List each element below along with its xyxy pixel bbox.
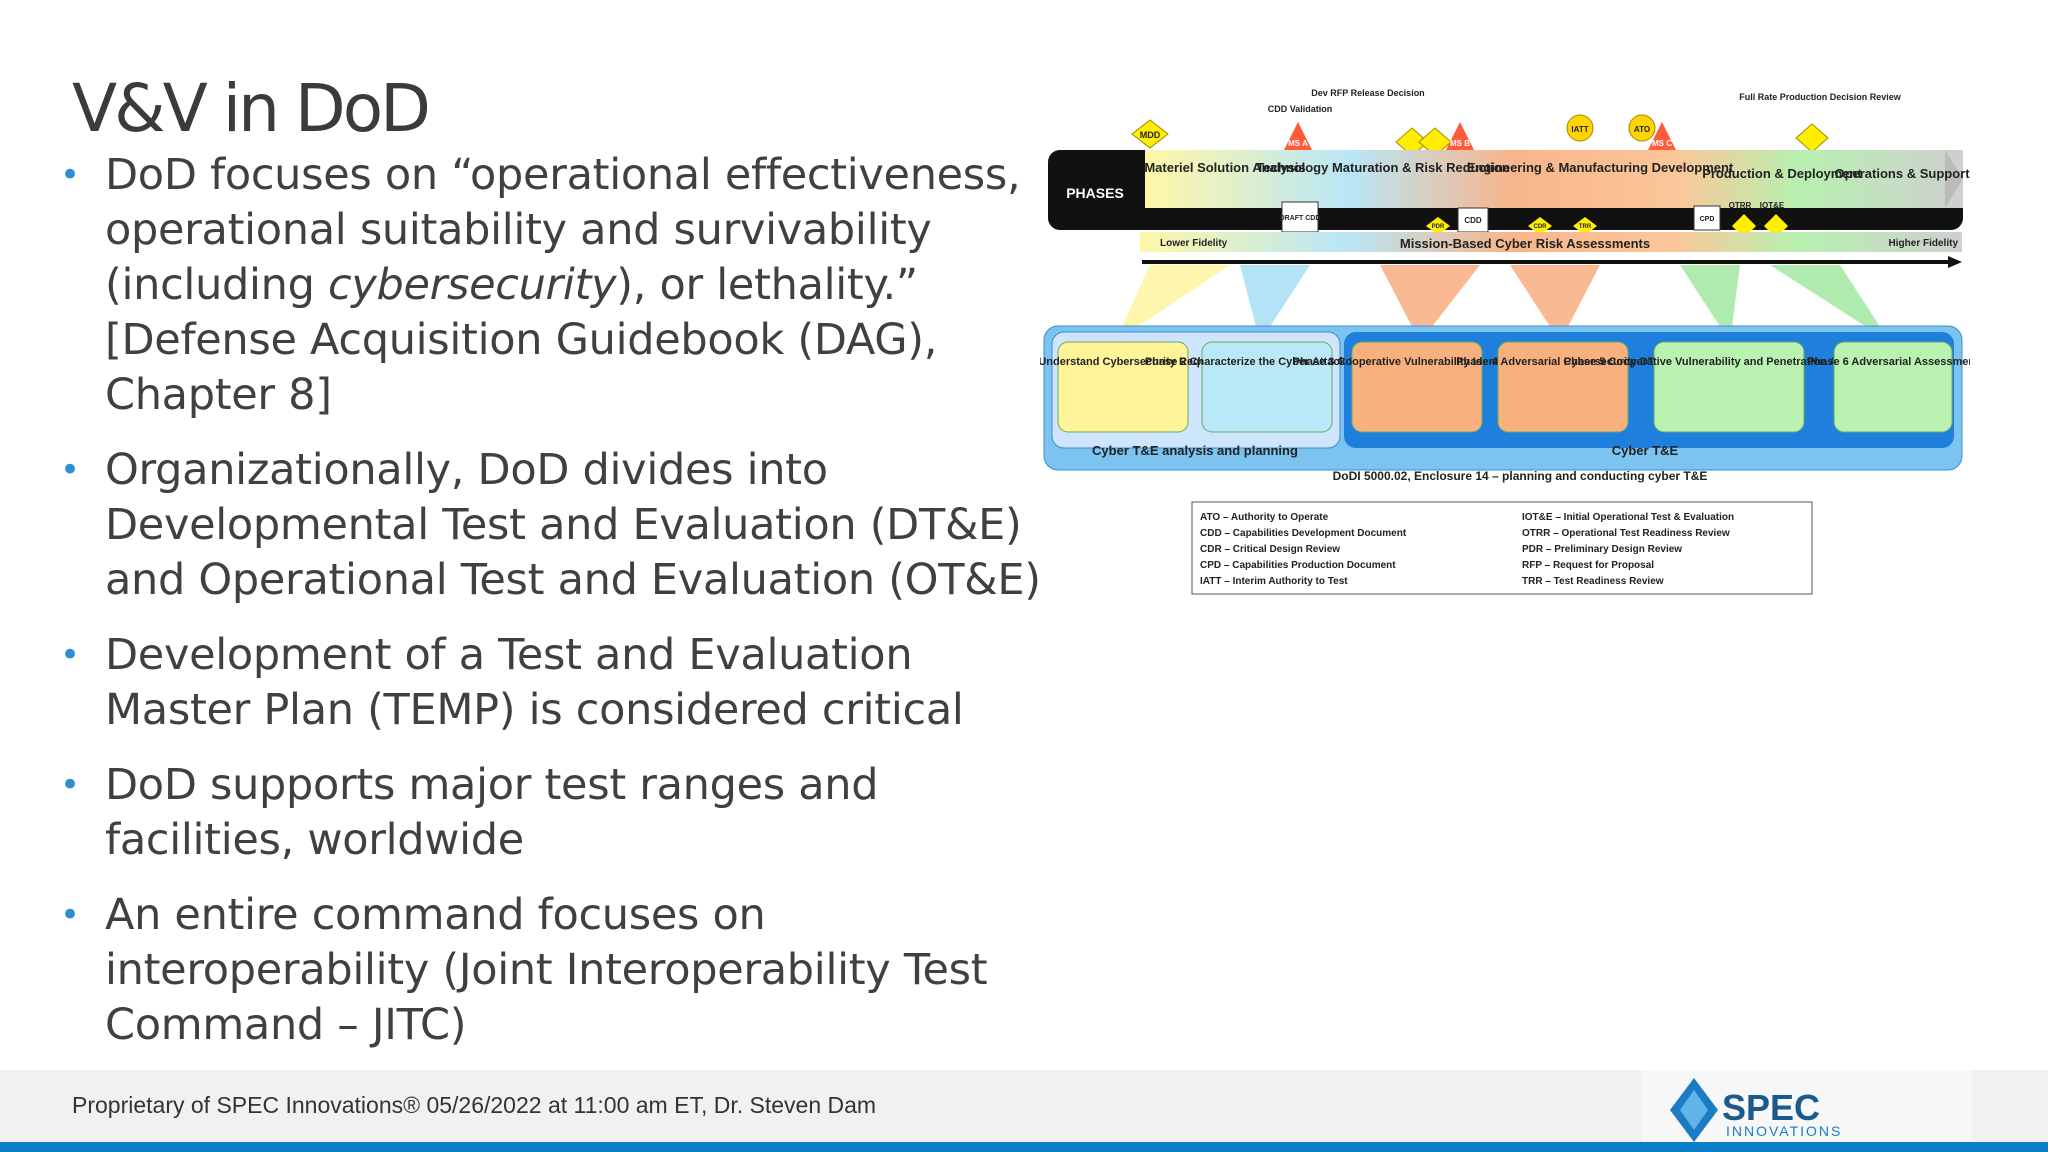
legend-right-1: OTRR – Operational Test Readiness Review bbox=[1522, 528, 1730, 539]
bullet-text: DoD focuses on “operational effectivenes… bbox=[105, 150, 1021, 310]
svg-text:Phase 4 Adversarial Cybersecur: Phase 4 Adversarial Cybersecurity DT&E bbox=[1456, 356, 1670, 368]
phases-color-band bbox=[1145, 150, 1963, 208]
doc-iote: IOT&E bbox=[1760, 201, 1785, 210]
svg-text:TRR: TRR bbox=[1579, 224, 1592, 230]
svg-text:Phase 6 Adversarial Assessment: Phase 6 Adversarial Assessment bbox=[1807, 356, 1970, 368]
doc-cdr: CDR bbox=[1528, 217, 1552, 235]
milestone-mdd: MDD bbox=[1131, 119, 1169, 149]
legend-left-3: CPD – Capabilities Production Document bbox=[1200, 560, 1396, 571]
footer-text: Proprietary of SPEC Innovations® 05/26/2… bbox=[72, 1092, 877, 1118]
bullet-item: • DoD focuses on “operational effectivene… bbox=[60, 148, 1060, 423]
milestone-iatt: IATT bbox=[1566, 114, 1594, 142]
svg-text:CDR: CDR bbox=[1534, 224, 1548, 230]
phase-msa: Materiel Solution Analysis bbox=[1144, 160, 1305, 175]
svg-text:INNOVATIONS: INNOVATIONS bbox=[1726, 1123, 1842, 1139]
legend-left-2: CDR – Critical Design Review bbox=[1200, 544, 1340, 555]
milestone-ms-c: MS C bbox=[1648, 122, 1676, 150]
bullet-dot-icon: • bbox=[60, 155, 80, 195]
svg-text:CPD: CPD bbox=[1700, 216, 1715, 223]
note-dev-rfp: Dev RFP Release Decision bbox=[1311, 88, 1424, 98]
bullet-item: • DoD supports major test ranges and faci… bbox=[60, 758, 1060, 868]
milestone-ato: ATO bbox=[1628, 114, 1656, 142]
cyber-te-diagram: CDD Validation Dev RFP Release Decision … bbox=[1040, 88, 1970, 595]
note-cdd-validation: CDD Validation bbox=[1268, 104, 1333, 114]
legend-left-4: IATT – Interim Authority to Test bbox=[1200, 576, 1348, 587]
note-full-rate: Full Rate Production Decision Review bbox=[1739, 92, 1902, 102]
phase-box-6: Phase 6 Adversarial Assessment bbox=[1807, 341, 1970, 433]
svg-text:MS A: MS A bbox=[1288, 139, 1308, 148]
slide-title: V&V in DoD bbox=[72, 70, 431, 147]
full-rate-diamond bbox=[1795, 123, 1829, 153]
legend-right-0: IOT&E – Initial Operational Test & Evalu… bbox=[1522, 512, 1734, 523]
phases-label: PHASES bbox=[1066, 185, 1124, 201]
bullet-text: An entire command focuses on interoperab… bbox=[105, 890, 988, 1050]
phase-pd: Production & Deployment bbox=[1702, 166, 1862, 181]
legend-left-1: CDD – Capabilities Development Document bbox=[1200, 528, 1407, 539]
cyber-te-group-label: Cyber T&E bbox=[1612, 443, 1679, 458]
svg-text:MS B: MS B bbox=[1450, 139, 1470, 148]
legend-left-0: ATO – Authority to Operate bbox=[1200, 512, 1329, 523]
doc-trr: TRR bbox=[1573, 217, 1597, 235]
svg-text:Phase 5 Cooperative Vulnerabil: Phase 5 Cooperative Vulnerability and Pe… bbox=[1564, 356, 1895, 368]
legend-box bbox=[1191, 501, 1813, 595]
bullet-item: • Organizationally, DoD divides into Deve… bbox=[60, 443, 1060, 608]
legend-right-2: PDR – Preliminary Design Review bbox=[1522, 544, 1682, 555]
svg-text:Phase 2 Characterize the Cyber: Phase 2 Characterize the Cyber Attack Su… bbox=[1145, 356, 1389, 368]
legend-right-3: RFP – Request for Proposal bbox=[1522, 560, 1654, 571]
svg-text:PDR: PDR bbox=[1432, 224, 1445, 230]
phase-box-2: Phase 2 Characterize the Cyber Attack Su… bbox=[1145, 341, 1389, 433]
phase-box-4: Phase 4 Adversarial Cybersecurity DT&E bbox=[1456, 341, 1670, 433]
bullet-dot-icon: • bbox=[60, 450, 80, 490]
phase-box-3: Phase 3 Cooperative Vulnerability Identi… bbox=[1293, 341, 1542, 433]
doc-pdr: PDR bbox=[1426, 217, 1450, 235]
svg-text:IATT: IATT bbox=[1571, 125, 1588, 134]
bullet-dot-icon: • bbox=[60, 635, 80, 675]
svg-text:DRAFT CDD: DRAFT CDD bbox=[1280, 215, 1321, 222]
doc-draft-cdd: DRAFT CDD bbox=[1280, 201, 1321, 233]
bullet-text: DoD supports major test ranges and facil… bbox=[105, 760, 879, 865]
bullet-text: Organizationally, DoD divides into Devel… bbox=[105, 445, 1041, 605]
risk-low: Lower Fidelity bbox=[1160, 238, 1228, 249]
svg-text:MS C: MS C bbox=[1652, 139, 1672, 148]
milestone-ms-b: MS B bbox=[1446, 122, 1474, 150]
spec-logo: SPEC INNOVATIONS bbox=[1642, 1070, 1972, 1152]
svg-text:Phase 1 Understand Cybersecuri: Phase 1 Understand Cybersecurity Require… bbox=[1040, 356, 1252, 368]
analysis-group-label: Cyber T&E analysis and planning bbox=[1092, 443, 1298, 458]
footer-accent-bar bbox=[0, 1142, 2048, 1152]
risk-center: Mission-Based Cyber Risk Assessments bbox=[1400, 236, 1650, 251]
bullet-dot-icon: • bbox=[60, 765, 80, 805]
svg-text:CDD: CDD bbox=[1464, 216, 1482, 225]
bullet-item: • An entire command focuses on interopera… bbox=[60, 888, 1060, 1053]
bullet-text: Development of a Test and Evaluation Mas… bbox=[105, 630, 964, 735]
doc-cdd: CDD bbox=[1457, 207, 1489, 233]
risk-high: Higher Fidelity bbox=[1889, 238, 1959, 249]
dodi-label: DoDI 5000.02, Enclosure 14 – planning an… bbox=[1333, 469, 1708, 483]
milestone-ms-a: MS A bbox=[1284, 122, 1312, 150]
bullet-text: ), or lethality.” [Defense Acquisition G… bbox=[105, 260, 938, 420]
doc-cpd: CPD bbox=[1693, 205, 1721, 231]
risk-bar bbox=[1140, 232, 1962, 252]
svg-text:Phase 3 Cooperative Vulnerabil: Phase 3 Cooperative Vulnerability Identi… bbox=[1293, 356, 1542, 368]
svg-text:MDD: MDD bbox=[1140, 130, 1161, 140]
phase-box-1: Phase 1 Understand Cybersecurity Require… bbox=[1040, 341, 1252, 433]
doc-otrr: OTRR bbox=[1729, 201, 1752, 210]
phase-tmrr: Technology Maturation & Risk Reduction bbox=[1256, 160, 1509, 175]
svg-text:ATO: ATO bbox=[1634, 125, 1650, 134]
bullet-emphasis: cybersecurity bbox=[327, 260, 617, 310]
svg-text:SPEC: SPEC bbox=[1722, 1087, 1820, 1128]
bullet-list: • DoD focuses on “operational effectivene… bbox=[60, 148, 1060, 1073]
phase-emd: Engineering & Manufacturing Development bbox=[1467, 160, 1734, 175]
spec-logo-icon: SPEC INNOVATIONS bbox=[1670, 1078, 1842, 1142]
bullet-dot-icon: • bbox=[60, 895, 80, 935]
phase-os: Operations & Support bbox=[1834, 166, 1970, 181]
bullet-item: • Development of a Test and Evaluation Ma… bbox=[60, 628, 1060, 738]
legend-right-4: TRR – Test Readiness Review bbox=[1522, 576, 1664, 587]
phase-box-5: Phase 5 Cooperative Vulnerability and Pe… bbox=[1564, 341, 1895, 433]
